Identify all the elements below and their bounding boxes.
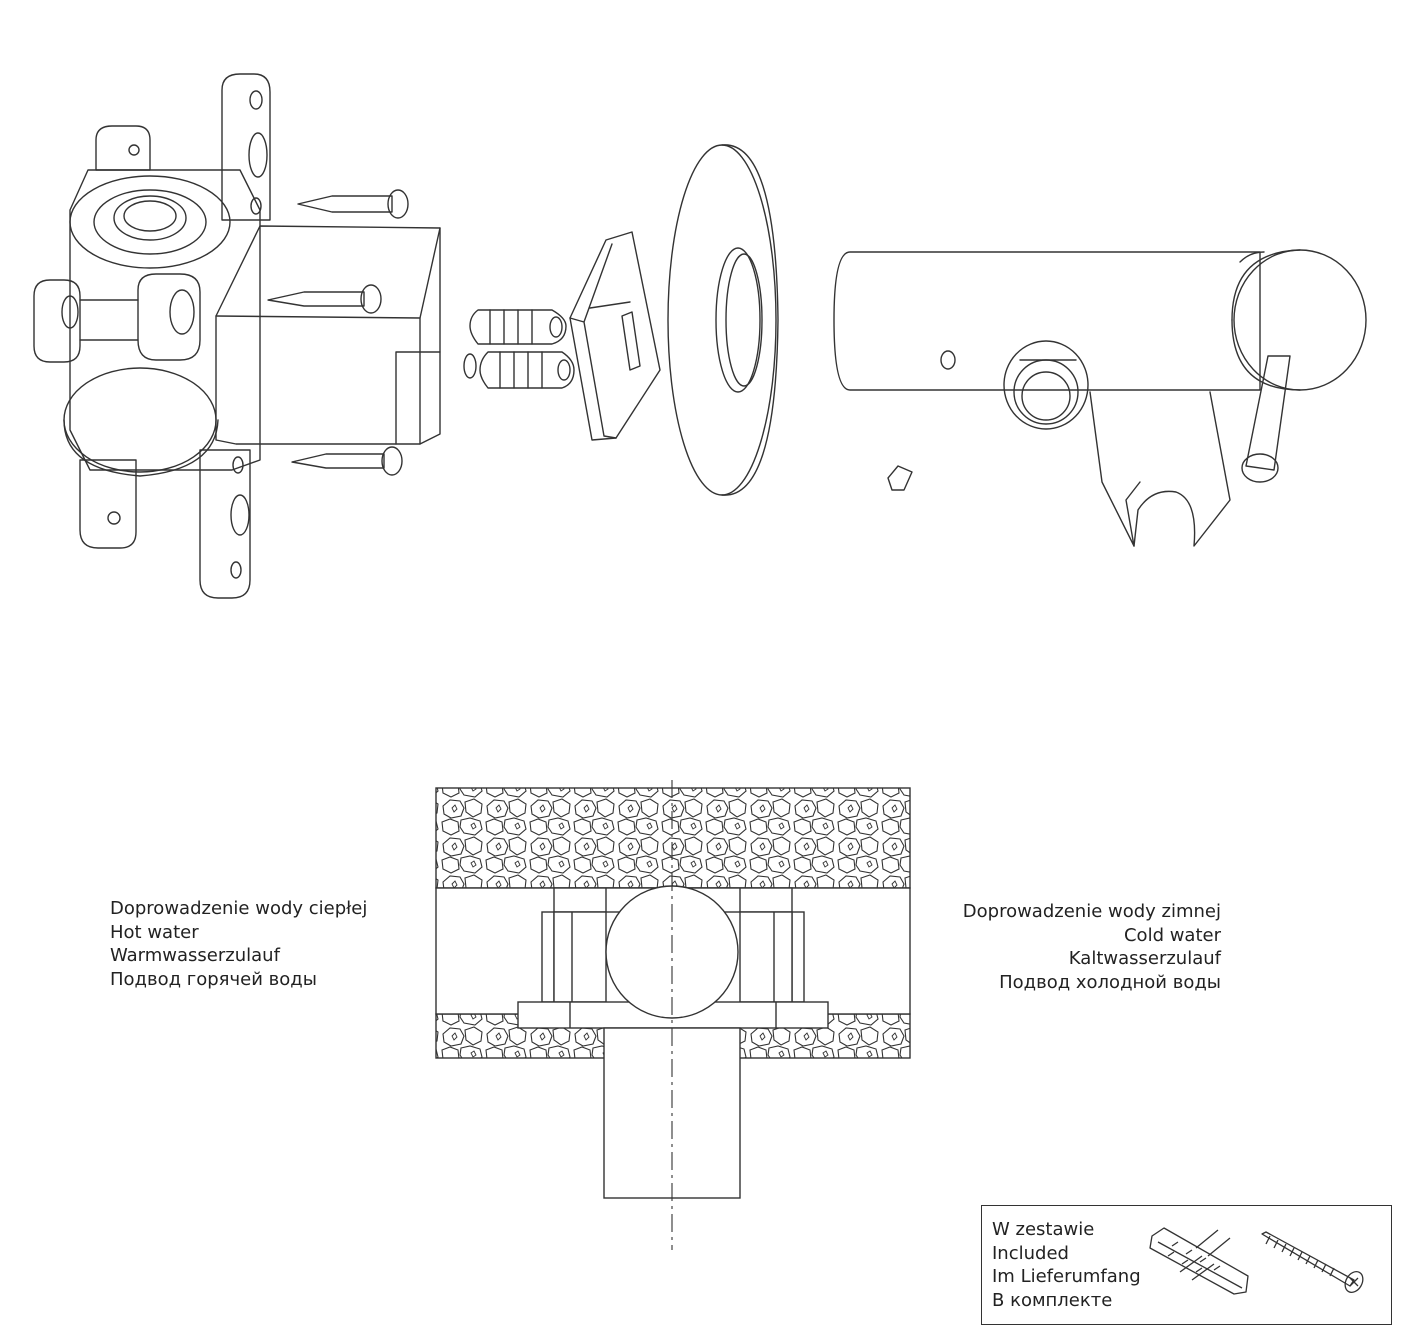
exploded-view: [33, 73, 1367, 599]
protective-box: [215, 225, 441, 445]
cold-water-line-ru: Подвод холодной воды: [999, 971, 1221, 993]
mixer-body: [833, 249, 1367, 547]
screw-icon: [1261, 1231, 1364, 1293]
wall-plug-icon: [1149, 1227, 1249, 1295]
cold-water-label: Doprowadzenie wody zimnej Cold water Kal…: [940, 900, 1221, 994]
cold-water-line-en: Cold water: [1123, 924, 1221, 946]
kit-illustration: [1149, 1227, 1364, 1295]
escutcheon-rosette: [667, 144, 779, 496]
included-line-pl: W zestawie: [992, 1219, 1095, 1240]
section-view: [435, 780, 911, 1250]
hot-water-line-en: Hot water: [110, 921, 199, 943]
pin: [887, 465, 913, 491]
hot-water-label: Doprowadzenie wody ciepłej Hot water War…: [110, 897, 367, 991]
hot-water-line-ru: Подвод горячей воды: [110, 968, 317, 990]
included-label: W zestawie Included Im Lieferumfang В ко…: [992, 1218, 1141, 1312]
hot-water-line-pl: Doprowadzenie wody ciepłej: [110, 898, 368, 919]
included-kit-box: W zestawie Included Im Lieferumfang В ко…: [981, 1205, 1392, 1325]
valve-body: [33, 73, 271, 599]
mounting-plate: [569, 231, 661, 441]
upper-wall: [435, 787, 911, 889]
cold-water-line-pl: Doprowadzenie wody zimnej: [962, 901, 1221, 922]
valve-section: [517, 885, 829, 1029]
included-line-de: Im Lieferumfang: [992, 1266, 1141, 1287]
cartridges: [469, 309, 575, 389]
included-line-ru: В комплекте: [992, 1289, 1113, 1311]
nails: [267, 189, 477, 476]
cold-water-line-de: Kaltwasserzulauf: [1068, 948, 1221, 969]
included-line-en: Included: [992, 1242, 1069, 1264]
hot-water-line-de: Warmwasserzulauf: [110, 945, 280, 966]
